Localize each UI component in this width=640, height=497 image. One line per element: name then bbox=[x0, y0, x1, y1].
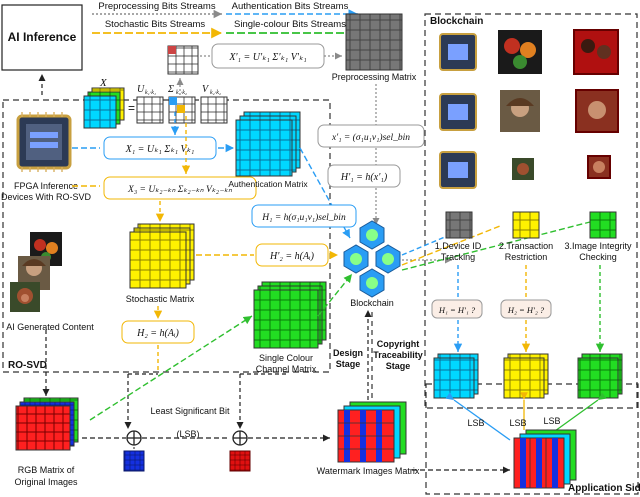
lsb-label-1: LSB bbox=[467, 418, 484, 428]
lsb-label-3: LSB bbox=[543, 416, 560, 426]
step2-line1: 2.Transaction bbox=[499, 241, 553, 251]
stochastic-matrix bbox=[130, 224, 194, 288]
fpga-chip-icon bbox=[18, 112, 70, 172]
matrix-sigma-label: Σ bbox=[167, 84, 174, 95]
step2-line2: Restriction bbox=[505, 252, 548, 262]
matrix-x: X bbox=[84, 77, 124, 128]
x3-equation: X₃ = Uₖ₂₋ₖₙ Σₖ₂₋ₖₙ Vₖ₂₋ₖₙ bbox=[127, 185, 232, 195]
step3-line1: 3.Image Integrity bbox=[564, 241, 632, 251]
equals-sign: = bbox=[128, 101, 135, 115]
h1-equation: H₁ = h(σ₁u₁v₁)sel_bin bbox=[261, 212, 346, 223]
preprocess-equation: X'₁ = U'ₖ₁ Σ'ₖ₁ V'ₖ₁ bbox=[228, 52, 306, 63]
single-colour-label-line1: Single Colour bbox=[259, 353, 313, 363]
step1-line2: Tracking bbox=[441, 252, 475, 262]
legend-stochastic-label: Stochastic Bits Streams bbox=[105, 19, 206, 30]
blockchain-block-row-2 bbox=[440, 90, 618, 132]
application-side-stack bbox=[514, 430, 576, 488]
blockchain-block-row-3 bbox=[440, 152, 610, 188]
application-side-label: Application Side bbox=[568, 483, 640, 494]
x1p-equation: x'₁ = (σ₁u₁v₁)sel_bin bbox=[331, 132, 410, 143]
matrix-u-sub: k₁·k₁ bbox=[145, 90, 156, 96]
authentication-matrix-label: Authentication Matrix bbox=[228, 179, 308, 189]
matrix-v-label: V bbox=[202, 84, 210, 95]
verify-green-matrix bbox=[578, 354, 622, 398]
step1-line1: 1.Device ID bbox=[435, 241, 482, 251]
matrix-v bbox=[201, 97, 227, 123]
x1-equation: X₁ = Uₖ₁ Σₖ₁ Vₖ₁ bbox=[125, 144, 195, 155]
cmp2-label: H₂ = H'₂ ? bbox=[507, 305, 545, 315]
legend: Preprocessing Bits Streams Authenticatio… bbox=[92, 1, 358, 33]
single-colour-label-line2: Channel Matrix bbox=[256, 364, 317, 374]
legend-preprocessing-label: Preprocessing Bits Streams bbox=[98, 1, 215, 12]
ro-svd-label: RO-SVD bbox=[8, 360, 47, 371]
red-lsb-block bbox=[230, 451, 250, 471]
design-stage-line2: Stage bbox=[336, 359, 361, 369]
verify-yellow-matrix bbox=[504, 354, 548, 398]
rgb-matrix bbox=[16, 398, 78, 450]
matrix-u bbox=[137, 97, 163, 123]
blockchain-hex-cluster bbox=[344, 221, 400, 297]
matrix-x-label: X bbox=[99, 77, 108, 89]
preprocess-sigma-cell bbox=[168, 46, 176, 54]
fpga-label-line2: Devices With RO-SVD bbox=[1, 192, 92, 202]
authentication-matrix bbox=[236, 112, 300, 176]
watermark-matrix-label: Watermark Images Matrix bbox=[317, 466, 420, 476]
blockchain-block-row-1 bbox=[440, 30, 618, 74]
preprocessing-matrix bbox=[346, 14, 402, 70]
copyright-stage-line1: Copyright bbox=[377, 339, 420, 349]
matrix-x-layer-front bbox=[84, 96, 116, 128]
h1p-equation: H'₁ = h(x'₁) bbox=[340, 172, 388, 183]
verify-cyan-matrix bbox=[434, 354, 478, 398]
copyright-stage-line3: Stage bbox=[386, 361, 411, 371]
h2-equation: H₂ = h(Aᵢ) bbox=[136, 328, 179, 339]
fpga-label-line1: FPGA Inference bbox=[14, 181, 78, 191]
device-id-matrix bbox=[446, 212, 472, 238]
stochastic-matrix-label: Stochastic Matrix bbox=[126, 294, 195, 304]
rgb-label-line1: RGB Matrix of bbox=[18, 465, 75, 475]
blockchain-center-label: Blockchain bbox=[350, 298, 394, 308]
matrix-sigma-sub: k₁·k₂ bbox=[176, 90, 187, 96]
sigma-first-value-cell bbox=[169, 97, 177, 105]
lsb-label-2: LSB bbox=[509, 418, 526, 428]
lsb-paren-label: (LSB) bbox=[176, 429, 199, 439]
transaction-matrix bbox=[513, 212, 539, 238]
single-colour-matrix bbox=[254, 282, 326, 348]
design-stage-line1: Design bbox=[333, 348, 363, 358]
ai-inference-label: AI Inference bbox=[8, 30, 77, 44]
step3-line2: Checking bbox=[579, 252, 617, 262]
ai-generated-content-images bbox=[10, 232, 62, 312]
least-significant-bit-label: Least Significant Bit bbox=[150, 406, 230, 416]
ai-generated-content-label: AI Generated Content bbox=[6, 322, 94, 332]
blockchain-to-right-green bbox=[402, 222, 590, 270]
blockchain-title: Blockchain bbox=[430, 16, 483, 27]
preprocessing-matrix-label: Preprocessing Matrix bbox=[332, 72, 417, 82]
copyright-stage-line2: Traceability bbox=[373, 350, 423, 360]
legend-authentication-label: Authentication Bits Streams bbox=[232, 1, 349, 12]
blue-lsb-block bbox=[124, 451, 144, 471]
image-integrity-matrix bbox=[590, 212, 616, 238]
h2p-equation: H'₂ = h(Aᵢ) bbox=[269, 251, 315, 262]
matrix-u-label: U bbox=[137, 84, 145, 95]
legend-single-colour-label: Single-colour Bits Streams bbox=[234, 19, 346, 30]
sigma-second-value-cell bbox=[177, 105, 185, 113]
matrix-v-sub: k₂·k₂ bbox=[210, 90, 221, 96]
rgb-label-line2: Original Images bbox=[14, 477, 78, 487]
cmp1-label: H₁ = H'₁ ? bbox=[438, 305, 476, 315]
watermark-matrix bbox=[338, 402, 406, 462]
